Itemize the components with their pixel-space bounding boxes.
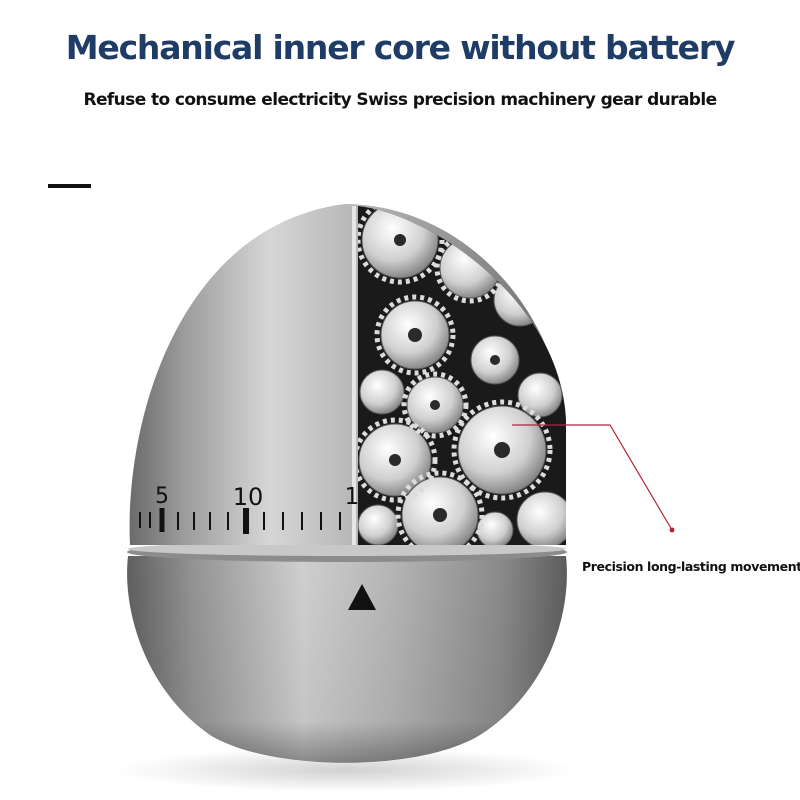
- dial-number-10: 10: [233, 483, 264, 511]
- subheadline: Refuse to consume electricity Swiss prec…: [83, 90, 717, 110]
- headline: Mechanical inner core without battery: [65, 28, 736, 67]
- dial-number-15-partial: 1: [345, 484, 360, 510]
- dial-number-5: 5: [155, 484, 169, 509]
- floor-shadow: [115, 748, 575, 792]
- divider-dash: [48, 184, 91, 188]
- pointer-triangle-icon: [348, 584, 376, 610]
- callout-line: [512, 424, 675, 533]
- callout-label: Precision long-lasting movement: [582, 559, 800, 574]
- dial-scale: [139, 508, 341, 534]
